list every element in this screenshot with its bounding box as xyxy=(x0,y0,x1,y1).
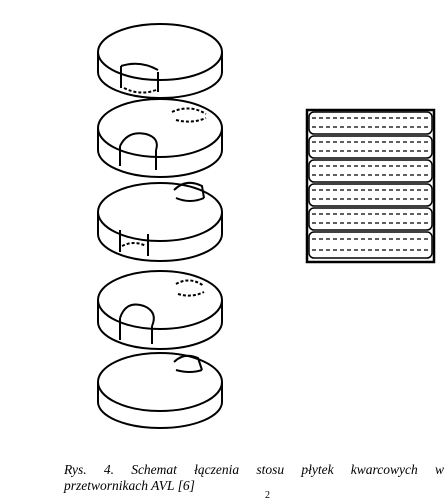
quartz-disk-2 xyxy=(97,98,223,178)
caption-line-2: przetwornikach AVL [6] xyxy=(64,478,195,493)
quartz-stack-figure xyxy=(97,23,436,429)
quartz-disk-1 xyxy=(97,23,223,99)
figure-caption: Rys. 4. Schemat łączenia stosu płytek kw… xyxy=(64,462,444,494)
quartz-disk-4 xyxy=(97,270,223,350)
page-number: 2 xyxy=(265,490,270,501)
assembled-stack xyxy=(305,108,436,264)
quartz-disk-3 xyxy=(97,181,223,262)
quartz-disk-5 xyxy=(97,352,223,429)
caption-line-1: Rys. 4. Schemat łączenia stosu płytek kw… xyxy=(64,462,444,477)
